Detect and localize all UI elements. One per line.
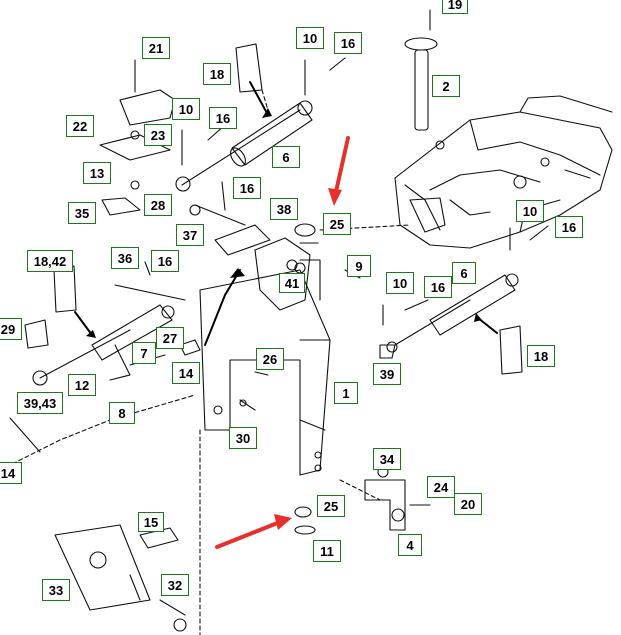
callout-13: 13 <box>83 162 111 184</box>
callout-39-43: 39,43 <box>17 392 63 414</box>
cylinder-6-top-drawing <box>175 100 313 192</box>
callout-38: 38 <box>270 198 298 220</box>
callout-10: 10 <box>296 27 324 49</box>
callout-15: 15 <box>138 512 164 532</box>
callout-34: 34 <box>373 448 401 470</box>
cylinder-7-drawing <box>32 304 175 386</box>
callout-10: 10 <box>386 272 414 294</box>
callout-6: 6 <box>452 262 476 284</box>
bracket-4-drawing <box>294 466 431 535</box>
callout-14: 14 <box>172 362 200 384</box>
callout-14: 14 <box>0 462 22 484</box>
callout-18: 18 <box>527 345 555 367</box>
callout-16: 16 <box>334 32 362 54</box>
callout-16: 16 <box>424 276 452 298</box>
callout-12: 12 <box>68 374 96 396</box>
callout-11: 11 <box>313 540 341 562</box>
direction-arrows <box>74 81 498 336</box>
callout-2: 2 <box>432 75 460 97</box>
callout-39: 39 <box>373 363 401 385</box>
callout-8: 8 <box>109 402 135 424</box>
callout-20: 20 <box>454 493 482 515</box>
callout-23: 23 <box>144 124 172 146</box>
callout-16: 16 <box>555 216 583 238</box>
callout-25: 25 <box>317 495 345 517</box>
callout-26: 26 <box>256 348 284 370</box>
callout-22: 22 <box>66 115 94 137</box>
callout-37: 37 <box>176 224 204 246</box>
callout-29: 29 <box>0 318 22 340</box>
callout-32: 32 <box>161 574 189 596</box>
callout-18: 18 <box>203 63 231 85</box>
callout-33: 33 <box>42 579 70 601</box>
callout-19: 19 <box>442 0 468 14</box>
callout-30: 30 <box>229 427 257 449</box>
callout-6: 6 <box>272 146 300 168</box>
callout-16: 16 <box>209 107 237 129</box>
callout-10: 10 <box>172 98 200 120</box>
callout-1: 1 <box>334 382 358 404</box>
callout-25: 25 <box>323 213 351 235</box>
callout-16: 16 <box>151 250 179 272</box>
callout-28: 28 <box>144 194 172 216</box>
callout-24: 24 <box>427 476 455 498</box>
callout-18-42: 18,42 <box>27 250 73 272</box>
hidden-lines <box>0 89 411 635</box>
red-indicator-arrows <box>215 136 350 549</box>
lower-link-1-drawing <box>199 237 331 476</box>
callout-36: 36 <box>111 247 139 269</box>
callout-21: 21 <box>142 37 170 59</box>
cylinder-6-right-drawing <box>386 273 519 353</box>
callout-9: 9 <box>347 255 371 277</box>
pin-10-drawings <box>181 59 511 326</box>
callout-16: 16 <box>233 177 261 199</box>
callout-4: 4 <box>398 534 422 556</box>
callout-41: 41 <box>279 273 305 293</box>
callout-35: 35 <box>68 202 96 224</box>
callout-10: 10 <box>516 200 544 222</box>
callout-27: 27 <box>156 327 184 349</box>
callout-7: 7 <box>132 342 156 364</box>
pin-2-drawing <box>404 9 438 131</box>
